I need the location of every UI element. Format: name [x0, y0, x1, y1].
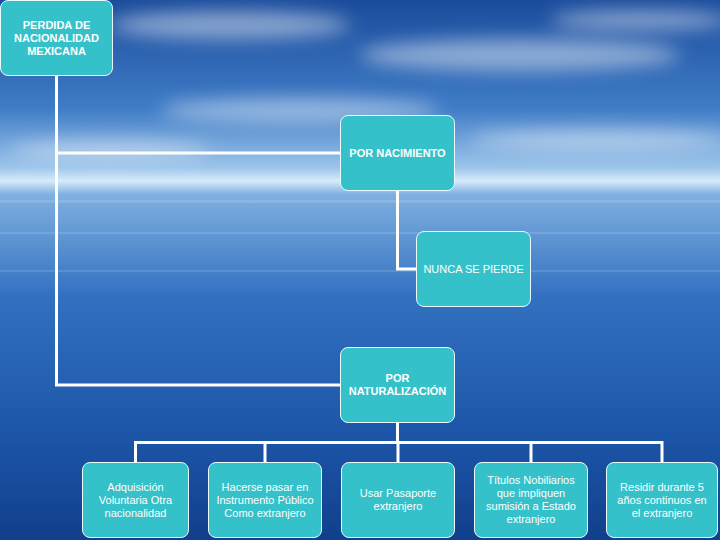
cause-box: Adquisición Voluntaria Otra nacionalidad — [82, 462, 189, 538]
branch-box: POR NATURALIZACIÓN — [340, 347, 455, 423]
node-text: Residir durante 5 años continuos en el e… — [613, 481, 711, 520]
connector-line — [57, 76, 341, 153]
result-box: NUNCA SE PIERDE — [416, 231, 531, 307]
node-text: Adquisición Voluntaria Otra nacionalidad — [89, 481, 182, 520]
node-text: POR NACIMIENTO — [349, 147, 445, 160]
connector-line — [57, 76, 341, 385]
cause-box: Residir durante 5 años continuos en el e… — [606, 462, 718, 538]
node-text: NUNCA SE PIERDE — [423, 263, 523, 276]
cause-box: Títulos Nobiliarios que impliquen sumisi… — [474, 462, 588, 538]
root-box: PERDIDA DE NACIONALIDAD MEXICANA — [0, 0, 113, 76]
branch-box: POR NACIMIENTO — [340, 115, 455, 191]
sea-glints — [0, 200, 720, 272]
cause-box: Usar Pasaporte extranjero — [341, 462, 455, 538]
connector-line — [398, 191, 417, 269]
node-text: Usar Pasaporte extranjero — [348, 487, 448, 513]
connector-line — [265, 423, 398, 462]
node-text: Títulos Nobiliarios que impliquen sumisi… — [481, 474, 581, 526]
connector-line — [136, 423, 398, 462]
cause-box: Hacerse pasar en Instrumento Público Com… — [208, 462, 322, 538]
node-text: PERDIDA DE NACIONALIDAD MEXICANA — [7, 19, 106, 58]
connector-line — [398, 423, 663, 462]
node-text: Hacerse pasar en Instrumento Público Com… — [215, 481, 315, 520]
node-text: POR NATURALIZACIÓN — [347, 372, 448, 398]
